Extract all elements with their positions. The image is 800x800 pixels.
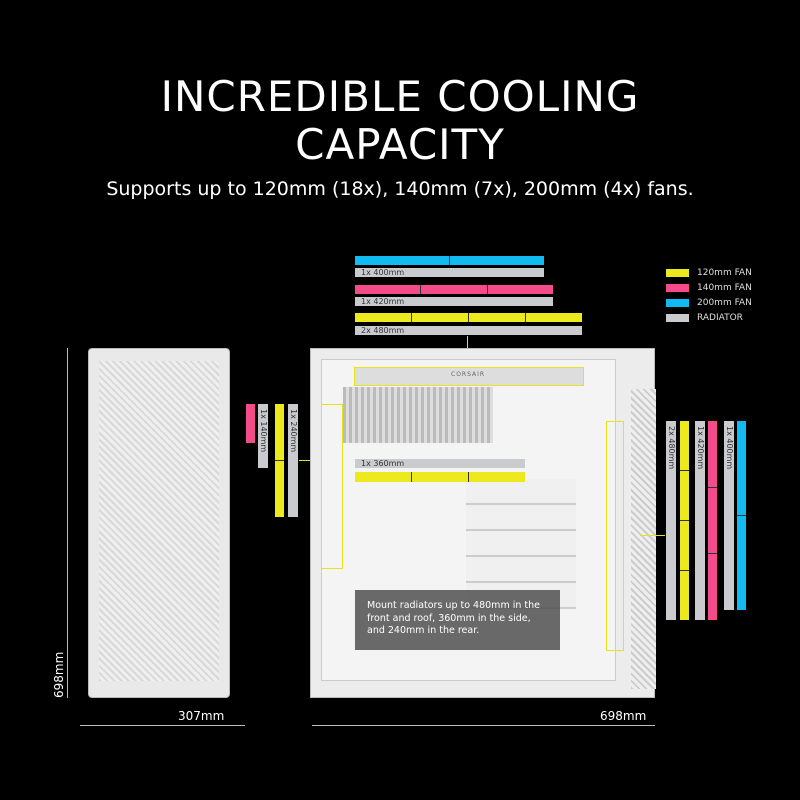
top-radiator-400: 1x 400mm bbox=[355, 268, 544, 277]
side-fans-120mm bbox=[355, 472, 525, 482]
subtitle: Supports up to 120mm (18x), 140mm (7x), … bbox=[106, 178, 694, 200]
top-fan-grille bbox=[343, 387, 493, 443]
top-radiator-420: 1x 420mm bbox=[355, 297, 553, 306]
legend-item: 120mm FAN bbox=[666, 267, 752, 279]
front-radiator-400: 1x 400mm bbox=[724, 421, 734, 610]
front-fans-140mm bbox=[708, 421, 717, 621]
psu-shroud-fans bbox=[466, 479, 576, 609]
front-fans-120mm bbox=[680, 421, 689, 620]
depth-dimension-line bbox=[312, 725, 655, 726]
brand-logo: CORSAIR bbox=[451, 371, 486, 378]
rear-radiator-240: 1x 240mm bbox=[288, 404, 298, 517]
legend-item: RADIATOR bbox=[666, 312, 752, 324]
depth-dimension: 698mm bbox=[600, 709, 647, 723]
pointer-line bbox=[640, 535, 665, 536]
top-fans-140mm bbox=[355, 285, 553, 294]
case-side-view: CORSAIR bbox=[310, 348, 656, 698]
info-note: Mount radiators up to 480mm in the front… bbox=[355, 590, 560, 650]
title-line2: CAPACITY bbox=[295, 120, 505, 169]
rear-radiator-140: 1x 140mm bbox=[258, 404, 268, 468]
top-fans-200mm bbox=[355, 256, 544, 265]
legend-item: 200mm FAN bbox=[666, 297, 752, 309]
side-radiator-360: 1x 360mm bbox=[355, 459, 525, 468]
front-radiator-420: 1x 420mm bbox=[695, 421, 705, 620]
title-line1: INCREDIBLE COOLING bbox=[160, 72, 640, 121]
front-mesh-panel bbox=[99, 361, 219, 681]
width-dimension-line bbox=[80, 725, 245, 726]
rear-radiator-highlight bbox=[321, 404, 343, 569]
roof-radiator-highlight bbox=[354, 367, 584, 386]
legend-item: 140mm FAN bbox=[666, 282, 752, 294]
height-dimension-line bbox=[67, 348, 68, 698]
legend: 120mm FAN 140mm FAN 200mm FAN RADIATOR bbox=[666, 267, 752, 324]
front-radiator-480: 2x 480mm bbox=[666, 421, 676, 620]
front-mesh-edge bbox=[631, 389, 656, 689]
top-fans-120mm bbox=[355, 313, 582, 322]
front-radiator-highlight bbox=[606, 421, 624, 651]
rear-fans-120mm bbox=[275, 404, 284, 517]
width-dimension: 307mm bbox=[178, 709, 225, 723]
top-radiator-480: 2x 480mm bbox=[355, 326, 582, 335]
rear-fan-140mm bbox=[246, 404, 255, 443]
front-fans-200mm bbox=[737, 421, 746, 610]
case-front-view bbox=[88, 348, 230, 698]
height-dimension: 698mm bbox=[52, 651, 66, 698]
